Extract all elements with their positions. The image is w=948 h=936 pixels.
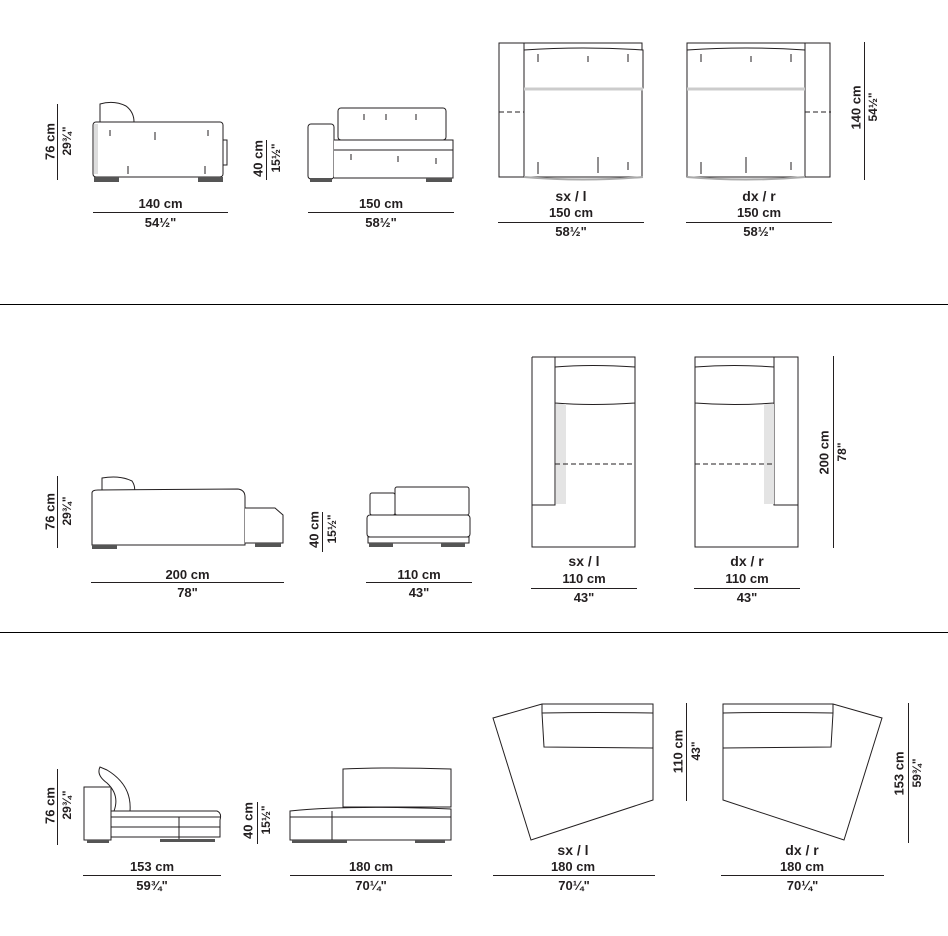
front-view-drawing	[288, 767, 453, 843]
seat-cm-label: 40 cm	[306, 511, 322, 548]
plan-right-drawing	[720, 700, 890, 855]
plan-right-in: 70¼"	[786, 878, 819, 893]
side-width-line	[93, 212, 228, 213]
seat-cm-label: 40 cm	[240, 802, 256, 839]
side-width-in: 54½"	[144, 215, 177, 230]
front-view-drawing	[365, 485, 475, 547]
plan-right-width-line	[721, 875, 884, 876]
side-width-line	[91, 582, 284, 583]
plan-left-in: 70¼"	[558, 878, 590, 893]
side-width-cm: 140 cm	[138, 196, 183, 211]
plan-left-label: sx / l	[555, 188, 587, 204]
side-width-in: 59¾"	[136, 878, 168, 893]
side-view-drawing	[82, 765, 227, 843]
depth-right-in-label: 59¾"	[910, 758, 924, 788]
front-width-line	[290, 875, 452, 876]
side-width-in: 78"	[177, 585, 198, 600]
plan-left-label: sx / l	[568, 553, 600, 569]
front-width-in: 70¼"	[355, 878, 387, 893]
plan-left-width-line	[531, 588, 637, 589]
side-view-drawing	[90, 100, 230, 182]
plan-left-drawing	[490, 700, 660, 855]
plan-right-label: dx / r	[785, 842, 819, 858]
height-cm-label: 76 cm	[42, 493, 58, 530]
depth-in-label: 54½"	[866, 92, 880, 122]
plan-left-in: 58½"	[555, 224, 587, 239]
seat-cm-label: 40 cm	[250, 140, 266, 177]
plan-right-in: 43"	[736, 590, 758, 605]
plan-left-cm: 110 cm	[562, 571, 606, 586]
side-width-cm: 153 cm	[129, 859, 175, 874]
height-in-label: 29¾"	[60, 126, 74, 156]
plan-left-width-line	[493, 875, 655, 876]
depth-dimension-line	[833, 356, 834, 548]
depth-left-cm-label: 110 cm	[670, 729, 686, 774]
plan-left-cm: 150 cm	[548, 205, 594, 220]
front-width-cm: 180 cm	[348, 859, 394, 874]
height-dimension-line	[57, 769, 58, 845]
plan-right-in: 58½"	[743, 224, 775, 239]
side-view-drawing	[90, 475, 290, 549]
front-view-drawing	[306, 100, 456, 182]
depth-dimension-line	[864, 42, 865, 180]
side-width-cm: 200 cm	[165, 567, 210, 582]
plan-right-label: dx / r	[730, 553, 764, 569]
height-cm-label: 76 cm	[42, 123, 58, 160]
seat-dimension-line	[266, 140, 267, 180]
plan-right-drawing	[686, 42, 832, 182]
depth-cm-label: 140 cm	[848, 85, 864, 130]
seat-dimension-line	[257, 802, 258, 844]
seat-in-label: 15½"	[259, 805, 273, 835]
seat-in-label: 15½"	[269, 143, 283, 173]
front-width-line	[366, 582, 472, 583]
depth-right-dimension-line	[908, 703, 909, 843]
front-width-in: 58½"	[365, 215, 397, 230]
side-width-line	[83, 875, 221, 876]
height-in-label: 29¾"	[60, 790, 74, 820]
plan-left-label: sx / l	[557, 842, 589, 858]
plan-left-width-line	[498, 222, 644, 223]
front-width-line	[308, 212, 454, 213]
height-dimension-line	[57, 476, 58, 548]
plan-right-label: dx / r	[742, 188, 776, 204]
plan-right-width-line	[694, 588, 800, 589]
depth-in-label: 78"	[835, 442, 849, 462]
height-cm-label: 76 cm	[42, 787, 58, 824]
seat-dimension-line	[322, 512, 323, 552]
seat-in-label: 15½"	[325, 514, 339, 544]
plan-left-cm: 180 cm	[550, 859, 596, 874]
plan-left-drawing	[531, 356, 637, 550]
plan-right-width-line	[686, 222, 832, 223]
height-in-label: 29¾"	[60, 496, 74, 526]
row-separator	[0, 304, 948, 305]
front-width-cm: 110 cm	[397, 567, 441, 582]
plan-right-cm: 180 cm	[779, 859, 825, 874]
height-dimension-line	[57, 104, 58, 180]
plan-right-cm: 110 cm	[725, 571, 769, 586]
depth-left-in-label: 43"	[689, 741, 703, 761]
plan-left-in: 43"	[573, 590, 595, 605]
depth-left-dimension-line	[686, 703, 687, 801]
depth-cm-label: 200 cm	[816, 430, 832, 475]
plan-right-drawing	[694, 356, 800, 550]
depth-right-cm-label: 153 cm	[891, 751, 907, 796]
plan-left-drawing	[498, 42, 644, 182]
front-width-cm: 150 cm	[358, 196, 404, 211]
row-separator	[0, 632, 948, 633]
front-width-in: 43"	[408, 585, 430, 600]
plan-right-cm: 150 cm	[736, 205, 782, 220]
